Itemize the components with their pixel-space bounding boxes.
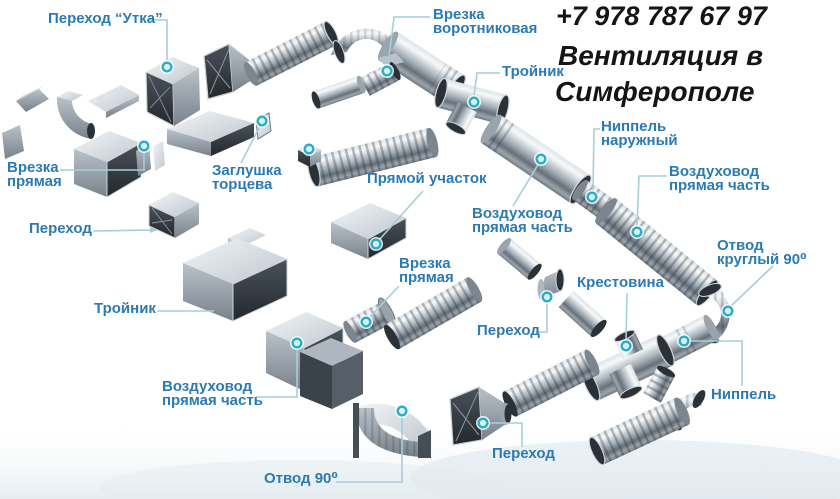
label-perekhod-left: Переход: [29, 220, 92, 237]
label-troynik-top: Тройник: [502, 63, 564, 80]
label-text: Прямой участок: [367, 170, 487, 187]
label-text: прямая часть: [162, 391, 263, 409]
left-edge-piece: [2, 125, 24, 159]
flex-duct-top-left: [243, 20, 339, 86]
leader-arrowhead: [150, 227, 158, 233]
label-text: Переход “Утка”: [48, 10, 163, 27]
label-text: торцева: [212, 175, 273, 193]
label-text: круглый 90⁰: [717, 250, 807, 268]
rect-elbow-90: [353, 403, 431, 458]
label-text: прямая: [399, 268, 454, 286]
small-tap-piece: [643, 365, 676, 403]
label-text: Крестовина: [577, 274, 664, 291]
duct-quarter-bend: [56, 91, 95, 139]
label-text: Врезка: [399, 255, 451, 272]
cross-piece-krestovina: [581, 329, 675, 402]
label-text: Воздуховод: [472, 205, 563, 222]
header-line-city: Симферополе: [555, 76, 755, 107]
flex-duct-center: [383, 277, 483, 350]
label-text: Переход: [492, 445, 555, 462]
label-text: Ниппель: [711, 386, 777, 403]
label-text: прямая часть: [669, 176, 770, 194]
transition-cube-left: [148, 192, 199, 239]
label-krestovina: Крестовина: [577, 274, 664, 291]
label-text: прямая: [7, 172, 62, 190]
dark-rect-duct: [300, 338, 363, 409]
label-text: воротниковая: [433, 19, 538, 37]
round-duct-short-center: [497, 238, 542, 280]
label-text: Воздуховод: [669, 163, 760, 180]
label-troynik-left: Тройник: [94, 300, 156, 317]
label-text: Тройник: [502, 63, 564, 80]
label-text: Врезка: [433, 6, 485, 23]
label-otvod-90: Отвод 90⁰: [264, 470, 338, 487]
duct-flat-panel: [88, 85, 139, 118]
label-text: Отвод 90⁰: [264, 470, 338, 487]
label-text: Отвод: [717, 237, 764, 254]
label-perekhod-center: Переход: [477, 322, 540, 339]
straight-section-box: [331, 203, 407, 260]
flex-duct-bottom-right: [588, 397, 690, 466]
label-perekhod-utka: Переход “Утка”: [48, 10, 163, 27]
label-text: прямая часть: [472, 218, 573, 236]
phone-number: +7 978 787 67 97: [556, 1, 767, 31]
label-text: Тройник: [94, 300, 156, 317]
label-text: Ниппель: [601, 118, 667, 135]
round-duct-steep-center: [558, 290, 607, 338]
leader-lines: [60, 16, 774, 483]
label-text: наружный: [601, 131, 678, 149]
label-text: Переход: [29, 220, 92, 237]
dot-markers: [137, 60, 735, 430]
header-line-ventilation: Вентиляция в: [558, 40, 763, 71]
label-perekhod-bottom: Переход: [492, 445, 555, 462]
duct-angled-piece: [16, 85, 49, 112]
label-nippel: Ниппель: [711, 386, 777, 403]
tee-duct-box-left: [183, 228, 288, 322]
label-text: Врезка: [7, 159, 59, 176]
label-text: Заглушка: [212, 162, 282, 179]
flex-duct-center-long: [307, 127, 439, 188]
label-text: Переход: [477, 322, 540, 339]
straight-tap-duct-left: [74, 131, 165, 198]
round-duct-small-center: [311, 75, 366, 109]
label-pryamoy-uchastok: Прямой участок: [367, 170, 487, 187]
flex-duct-bottom-mid: [502, 349, 600, 417]
label-text: Воздуховод: [162, 378, 253, 395]
